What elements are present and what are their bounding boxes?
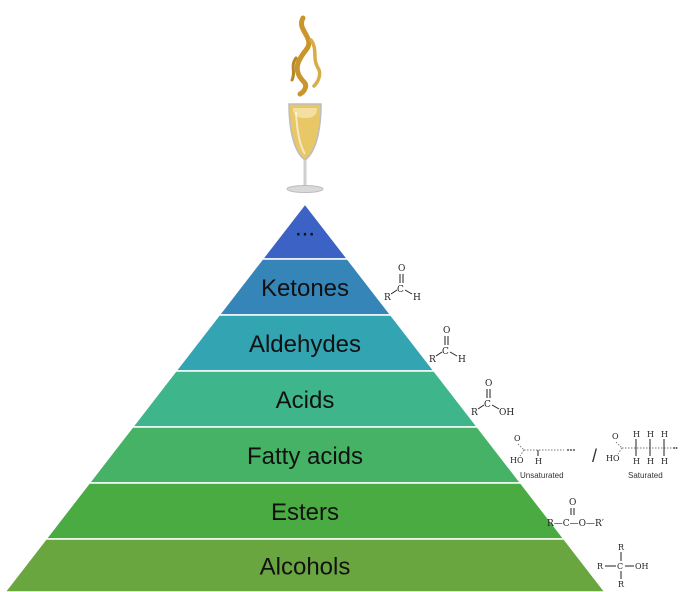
- sat-ho: HO: [606, 454, 620, 463]
- ketone-r: R: [384, 293, 391, 303]
- unsaturated-caption: Unsaturated: [520, 471, 564, 480]
- aldehyde-h: H: [458, 355, 466, 365]
- alcohol-r-left: R: [597, 562, 604, 571]
- aldehyde-o: O: [443, 326, 450, 336]
- sat-h-top: H: [633, 430, 640, 439]
- aldehyde-structure: O C R H: [429, 326, 466, 365]
- tier-label: Fatty acids: [247, 443, 363, 470]
- sat-h-bottom: H: [647, 457, 654, 466]
- tier-label: Esters: [271, 499, 339, 526]
- alcohol-r-top: R: [618, 543, 625, 552]
- ester-formula: R—C—O—R′: [547, 519, 604, 529]
- unsat-ho: HO: [510, 456, 524, 465]
- fatty-acid-separator: /: [592, 446, 597, 466]
- tier-label: Ketones: [261, 275, 349, 302]
- tier-label: ...: [295, 215, 315, 242]
- unsat-o: O: [514, 434, 521, 443]
- ketone-c: C: [397, 285, 404, 295]
- alcohol-structure: R R C OH R: [597, 543, 649, 589]
- acid-structure: O C R OH: [471, 379, 514, 418]
- sat-h-top: H: [661, 430, 668, 439]
- sat-h-bottom: H: [633, 457, 640, 466]
- champagne-glass-icon: [286, 103, 324, 193]
- pyramid-tier: [4, 538, 606, 592]
- tier-label: Alcohols: [260, 554, 351, 581]
- ester-o: O: [569, 498, 576, 508]
- unsat-h: H: [535, 457, 542, 466]
- acid-r: R: [471, 408, 478, 418]
- aldehyde-c: C: [442, 347, 449, 357]
- sat-o: O: [612, 432, 619, 441]
- acid-c: C: [484, 400, 491, 410]
- aldehyde-r: R: [429, 355, 436, 365]
- tier-label: Acids: [276, 387, 335, 414]
- sat-h-top: H: [647, 430, 654, 439]
- alcohol-oh: OH: [635, 562, 649, 571]
- fatty-acid-unsaturated-structure: O HO H Unsaturated: [510, 434, 575, 480]
- aroma-smoke-icon: [290, 15, 322, 97]
- saturated-caption: Saturated: [628, 471, 663, 480]
- fatty-acid-saturated-structure: O HO H H H H H H Saturated: [606, 430, 678, 480]
- ketone-o: O: [398, 264, 405, 274]
- ester-structure: O R—C—O—R′: [547, 498, 604, 529]
- sat-h-bottom: H: [661, 457, 668, 466]
- acid-oh: OH: [499, 408, 514, 418]
- ketone-h: H: [413, 293, 421, 303]
- alcohol-r-bottom: R: [618, 580, 625, 589]
- acid-o: O: [485, 379, 492, 389]
- ketone-structure: O C R H: [384, 264, 421, 303]
- alcohol-c: C: [617, 562, 623, 571]
- tier-label: Aldehydes: [249, 331, 361, 358]
